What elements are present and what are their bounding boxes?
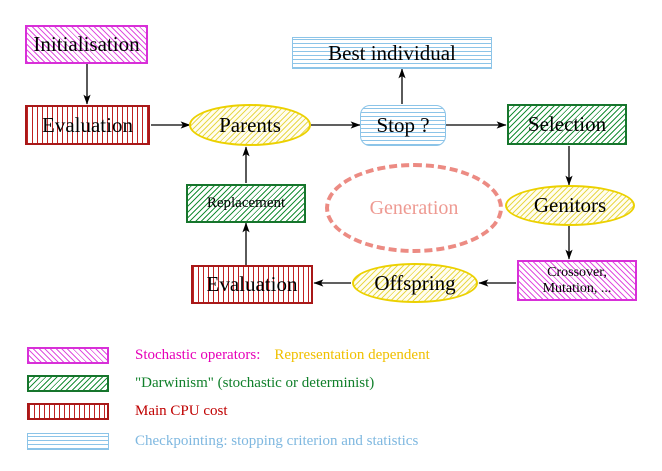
generation-marker: Generation: [325, 163, 503, 253]
node-crossover-label-line1: Crossover,: [547, 265, 607, 281]
node-initialisation[interactable]: Initialisation: [25, 25, 148, 64]
legend-label-cpu-cost: Main CPU cost: [135, 402, 228, 419]
legend-row-cpu-cost: Main CPU cost: [27, 400, 228, 422]
legend-swatch-blue-horizontal-lines-icon: [27, 432, 109, 450]
legend-text-stochastic: Stochastic operators: Representation depe…: [135, 347, 430, 364]
legend-swatch-magenta-diagonal-hatch-icon: [27, 346, 109, 364]
node-evaluation-bottom-label: Evaluation: [206, 272, 298, 297]
node-initialisation-label: Initialisation: [33, 32, 140, 57]
legend-label-darwinism: "Darwinism" (stochastic or determinist): [135, 374, 375, 391]
legend-label-stochastic: Stochastic operators:: [135, 346, 261, 363]
legend-label-checkpointing: Checkpointing: stopping criterion and st…: [135, 432, 419, 449]
legend-text-cpu-cost: Main CPU cost: [135, 403, 228, 420]
node-replacement[interactable]: Replacement: [186, 184, 306, 223]
node-genitors-label: Genitors: [533, 193, 607, 218]
legend-swatch-green-diagonal-hatch-icon: [27, 374, 109, 392]
legend-text-darwinism: "Darwinism" (stochastic or determinist): [135, 375, 374, 392]
legend-text-checkpointing: Checkpointing: stopping criterion and st…: [135, 433, 418, 450]
legend-row-stochastic: Stochastic operators: Representation depe…: [27, 344, 430, 366]
legend-row-darwinism: "Darwinism" (stochastic or determinist): [27, 372, 374, 394]
node-evaluation-top[interactable]: Evaluation: [25, 105, 150, 145]
node-best-individual-label: Best individual: [328, 40, 456, 65]
legend-row-checkpointing: Checkpointing: stopping criterion and st…: [27, 430, 418, 452]
node-best-individual[interactable]: Best individual: [292, 37, 492, 69]
node-parents-label: Parents: [219, 112, 281, 137]
node-selection[interactable]: Selection: [507, 104, 627, 145]
node-genitors[interactable]: Genitors: [505, 185, 635, 226]
node-parents[interactable]: Parents: [189, 104, 311, 146]
node-replacement-label: Replacement: [206, 194, 286, 211]
node-evaluation-top-label: Evaluation: [42, 112, 133, 137]
generation-label: Generation: [369, 196, 459, 219]
legend-swatch-red-vertical-stripes-icon: [27, 402, 109, 420]
node-stop[interactable]: Stop ?: [360, 105, 446, 146]
node-offspring-label: Offspring: [374, 270, 456, 295]
node-stop-label: Stop ?: [376, 113, 430, 138]
node-crossover-mutation[interactable]: Crossover, Mutation, ...: [517, 260, 637, 301]
node-crossover-label-line2: Mutation, ...: [542, 280, 612, 296]
node-selection-label: Selection: [527, 112, 607, 137]
legend-label-representation: Representation dependent: [274, 346, 430, 363]
node-evaluation-bottom[interactable]: Evaluation: [191, 265, 313, 304]
node-offspring[interactable]: Offspring: [352, 263, 478, 303]
